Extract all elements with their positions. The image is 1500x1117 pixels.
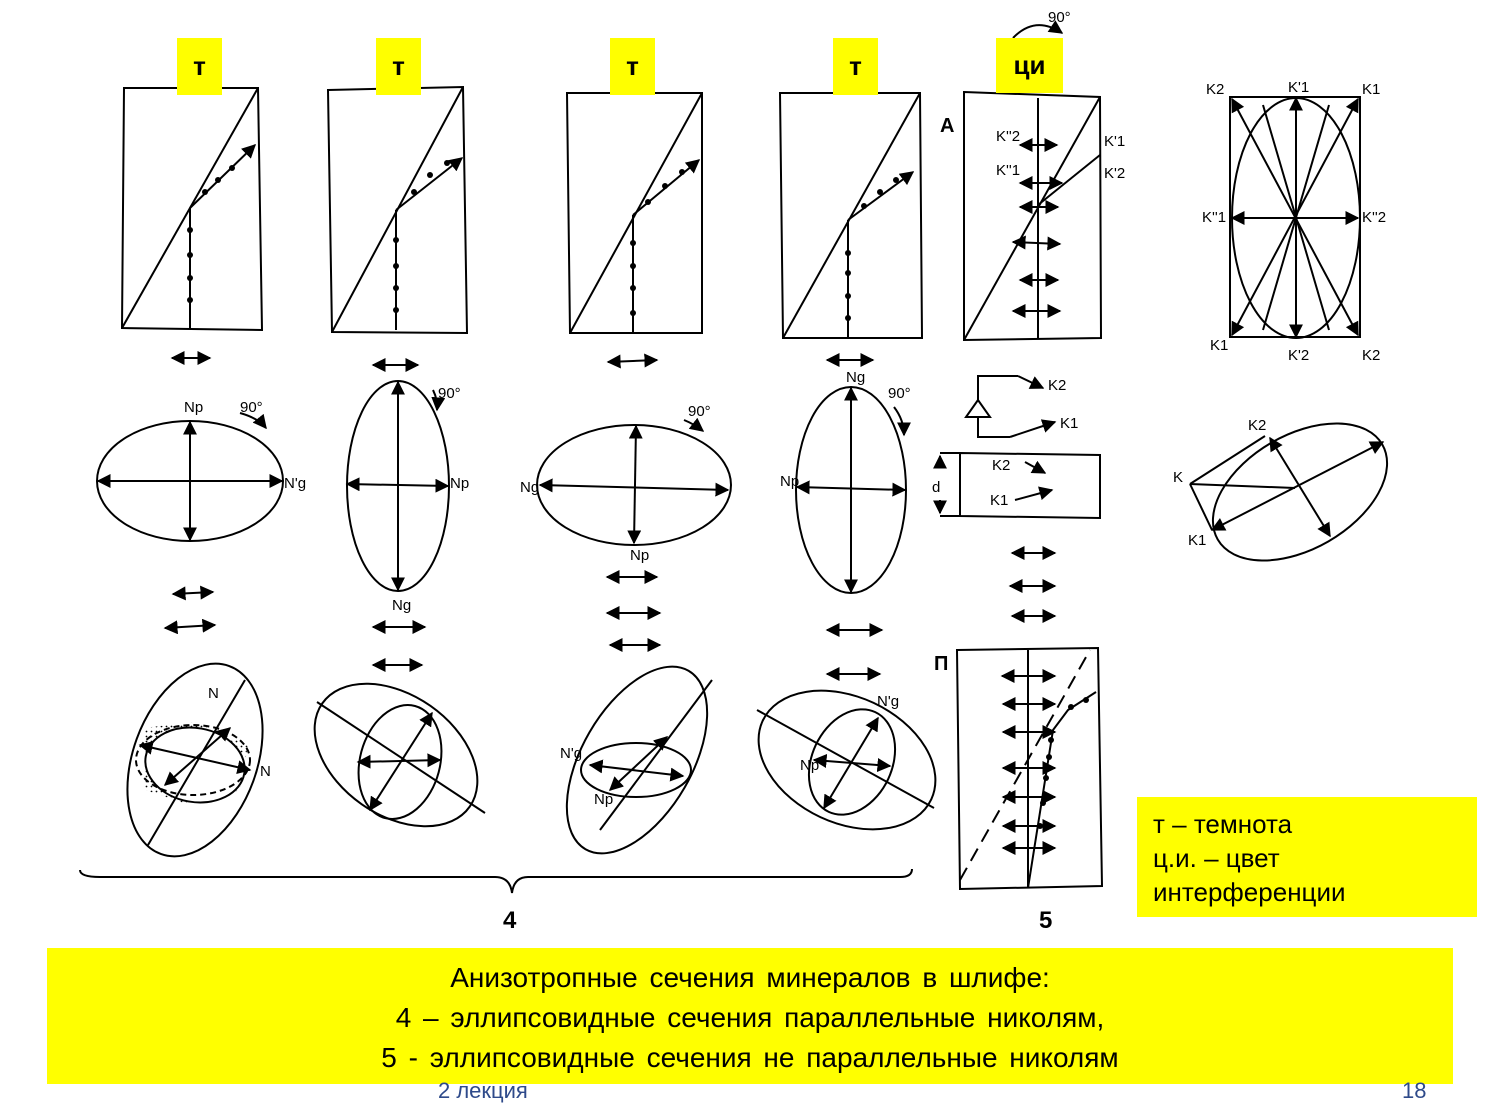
label-angle-top-5: 90°	[1048, 9, 1071, 26]
label-np-4: Np	[780, 473, 799, 490]
legend-box: т – темнота ц.и. – цвет интерференции	[1137, 797, 1477, 917]
interference-panel-lower	[955, 646, 1104, 891]
label-k1-sec: K1	[1188, 532, 1206, 549]
caption-line-3: 5 - эллипсовидные сечения не параллельны…	[381, 1042, 1119, 1073]
group-number-5: 5	[1039, 907, 1052, 934]
section-3d-ellipse-2	[313, 682, 479, 828]
label-k2-br: K2	[1362, 347, 1380, 364]
label-k2-arrow: K2	[1048, 377, 1066, 394]
label-k1p-top: K'1	[1288, 79, 1309, 96]
section-3d-ellipse-1	[126, 662, 264, 858]
column-4	[756, 92, 937, 831]
label-k1p-a: K'1	[1104, 133, 1125, 150]
label-k2p-a: K'2	[1104, 165, 1125, 182]
label-ng-3: Ng	[520, 479, 539, 496]
label-k2-tl: K2	[1206, 81, 1224, 98]
label-np-prime-3: Np	[594, 791, 613, 808]
legend-line-1: т – темнота	[1153, 809, 1293, 839]
label-ng-4: Ng	[846, 369, 865, 386]
label-ng-2: Ng	[392, 597, 411, 614]
legend-line-2: ц.и. – цвет	[1153, 843, 1280, 873]
label-ng-1: N'g	[284, 475, 306, 492]
label-k2p-bottom: K'2	[1288, 347, 1309, 364]
tag-darkness-1: т	[177, 38, 222, 95]
label-k2pp-right: K''2	[1362, 209, 1386, 226]
label-n-top-1: N	[208, 685, 219, 702]
label-ng-prime-4: N'g	[877, 693, 899, 710]
tag-darkness-3: т	[610, 38, 655, 95]
column-2	[313, 85, 486, 828]
label-angle-3: 90°	[688, 403, 711, 420]
caption-box: Анизотропные сечения минералов в шлифе: …	[47, 948, 1453, 1084]
extinction-panel-1	[120, 87, 264, 332]
column-5	[933, 20, 1104, 891]
tag-darkness-4: т	[833, 38, 878, 95]
section-ellipse-6	[1211, 422, 1389, 562]
caption-line-1: Анизотропные сечения минералов в шлифе:	[450, 962, 1050, 993]
label-d: d	[932, 479, 940, 496]
label-k2-plate: K2	[992, 457, 1010, 474]
label-k2-sec: K2	[1248, 417, 1266, 434]
section-3d-ellipse-4	[757, 689, 937, 831]
column-3	[536, 92, 732, 855]
group-4-brace	[79, 868, 913, 894]
caption-line-2: 4 – эллипсовидные сечения параллельные н…	[395, 1002, 1105, 1033]
label-np-3: Np	[630, 547, 649, 564]
column-1	[96, 87, 284, 858]
label-k1pp-a: K''1	[996, 162, 1020, 179]
label-k1-tr: K1	[1362, 81, 1380, 98]
label-np-prime-4: Np	[800, 757, 819, 774]
interference-plate	[959, 451, 1101, 520]
label-polarizer: П	[934, 653, 948, 675]
label-k-sec: K	[1173, 469, 1183, 486]
tag-interference-color: ци	[996, 38, 1063, 93]
tag-darkness-2: т	[376, 38, 421, 95]
label-analyzer: А	[940, 115, 954, 137]
column-6	[1189, 96, 1389, 562]
label-np-2: Np	[450, 475, 469, 492]
label-k1-bl: K1	[1210, 337, 1228, 354]
interference-panel-upper	[963, 90, 1103, 342]
label-n-right-1: N	[260, 763, 271, 780]
label-k1pp-left: K''1	[1202, 209, 1226, 226]
legend-line-3: интерференции	[1153, 877, 1346, 907]
label-k2pp-a: K''2	[996, 128, 1020, 145]
group-number-4: 4	[503, 907, 517, 934]
label-k1-arrow: K1	[1060, 415, 1078, 432]
section-3d-ellipse-3	[565, 665, 709, 855]
footer-lecture: 2 лекция	[438, 1078, 528, 1103]
label-angle-4: 90°	[888, 385, 911, 402]
footer-page-number: 18	[1402, 1078, 1427, 1103]
label-ng-prime-3: N'g	[560, 745, 582, 762]
label-angle-2: 90°	[438, 385, 461, 402]
label-np-1: Np	[184, 399, 203, 416]
label-angle-1: 90°	[240, 399, 263, 416]
label-k1-plate: K1	[990, 492, 1008, 509]
extinction-panel-3	[565, 92, 703, 334]
